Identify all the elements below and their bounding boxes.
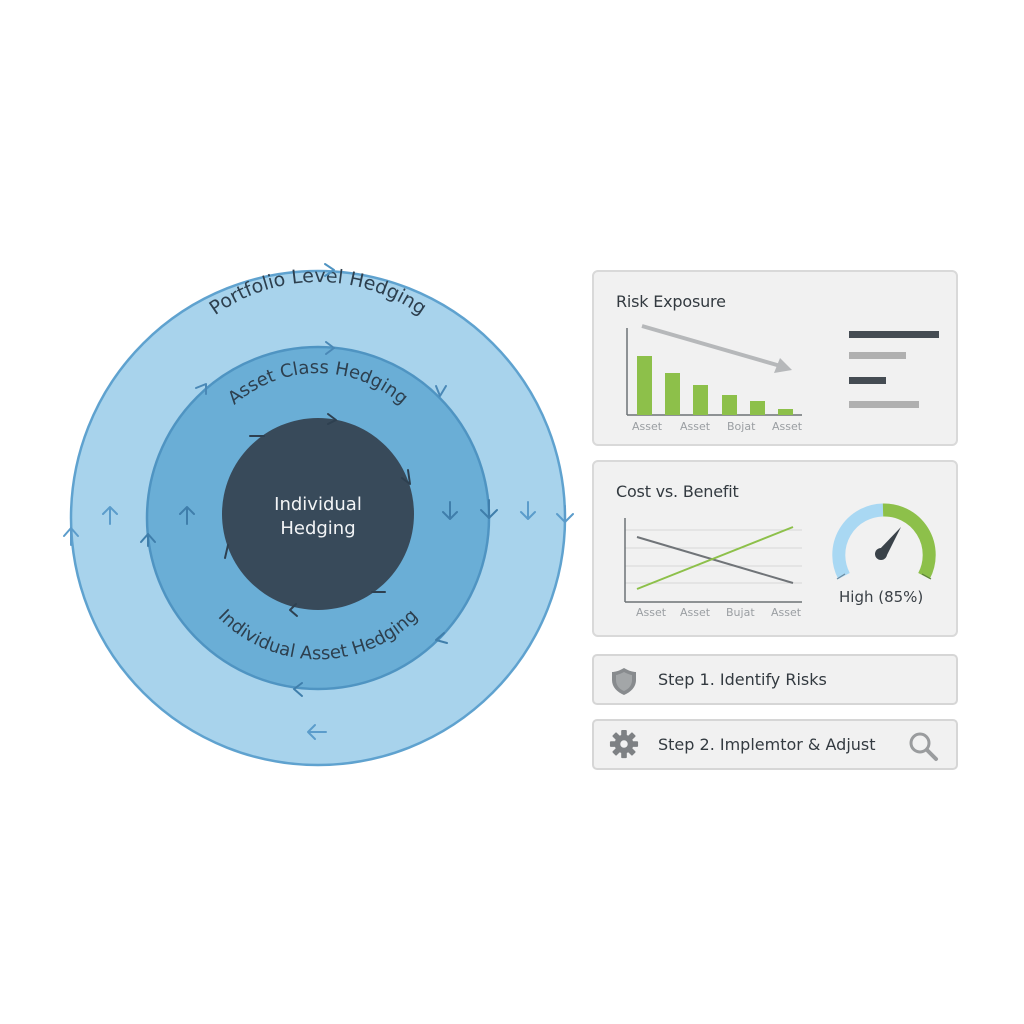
- benefit-line: [636, 526, 794, 590]
- cost-line: [636, 536, 794, 584]
- arrow-down-icon: [520, 501, 574, 523]
- arrow-left-icon: [307, 724, 327, 740]
- cost-benefit-line-chart: [624, 503, 936, 603]
- x-axis-label: Bojat: [727, 420, 756, 433]
- core-label-line2: Hedging: [280, 518, 355, 539]
- x-axis-label: Asset: [680, 606, 711, 619]
- gauge-icon: [832, 503, 936, 580]
- core-label-line1: Individual: [274, 494, 362, 515]
- arrow-down-icon: [442, 499, 498, 520]
- step-implement-adjust[interactable]: Step 2. Implemtor & Adjust: [592, 719, 958, 770]
- legend-bar: [849, 352, 906, 359]
- x-axis-label: Asset: [632, 420, 663, 433]
- legend-bar: [849, 377, 886, 384]
- risk-exposure-bar-chart: [626, 324, 939, 416]
- risk-exposure-panel: Risk Exposure Asset Asset Bojat Asset: [592, 270, 958, 446]
- hedging-levels-diagram: Portfolio Level Hedging Asset Class Hedg…: [63, 263, 574, 767]
- shield-icon: [612, 668, 636, 695]
- arrow-up-icon: [140, 506, 195, 547]
- step-identify-risks[interactable]: Step 1. Identify Risks: [592, 654, 958, 705]
- individual-hedging-core: [222, 418, 414, 610]
- gear-icon: [609, 729, 639, 759]
- step-2-label: Step 2. Implemtor & Adjust: [658, 735, 876, 754]
- step-1-label: Step 1. Identify Risks: [658, 670, 827, 689]
- arrow-right-icon: [324, 263, 335, 277]
- x-axis-label: Asset: [636, 606, 667, 619]
- x-axis-label: Bujat: [726, 606, 755, 619]
- x-axis-label: Asset: [772, 420, 803, 433]
- arrow-right-icon: [195, 341, 447, 397]
- arrow-cycle-icon: [224, 413, 411, 617]
- legend-bar: [849, 331, 939, 338]
- search-icon[interactable]: [906, 729, 940, 763]
- risk-exposure-title: Risk Exposure: [616, 292, 726, 311]
- x-axis-label: Asset: [680, 420, 711, 433]
- gauge-value-label: High (85%): [839, 588, 924, 606]
- arrow-up-icon: [63, 506, 118, 546]
- cost-benefit-title: Cost vs. Benefit: [616, 482, 739, 501]
- x-axis-label: Asset: [771, 606, 802, 619]
- cost-benefit-panel: Cost vs. Benefit Asset Asset Bujat Asset…: [592, 460, 958, 637]
- risk-bars: [637, 356, 793, 415]
- legend-bar: [849, 401, 919, 408]
- trend-down-arrow-icon: [641, 324, 792, 373]
- arrow-left-icon: [293, 632, 448, 697]
